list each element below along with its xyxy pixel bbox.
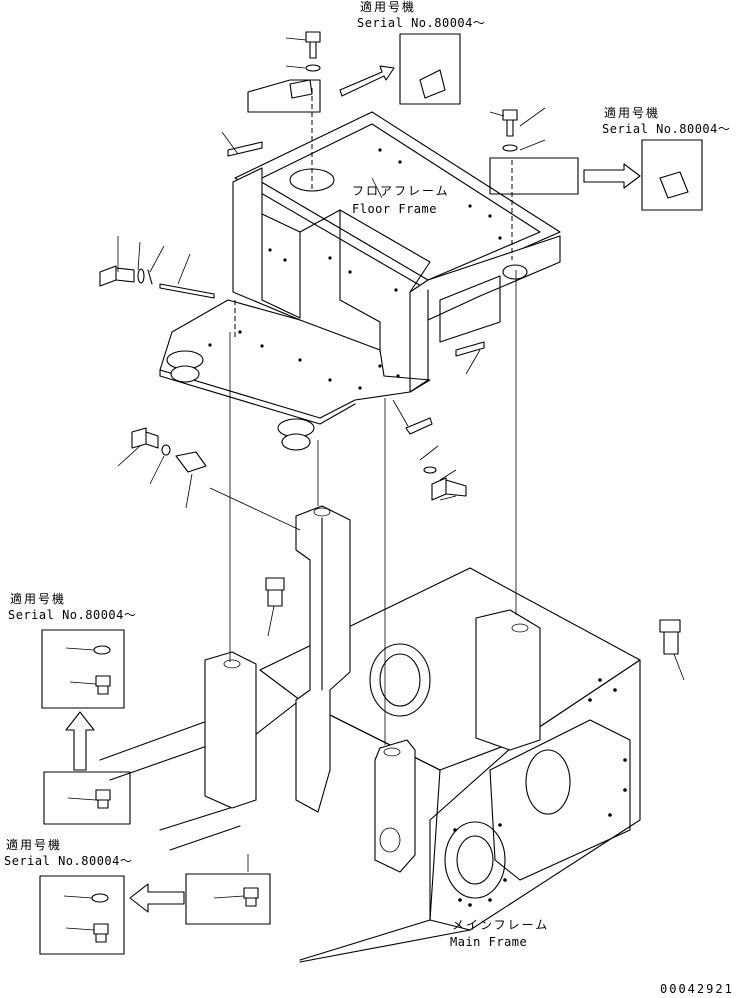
main-frame-en: Main Frame xyxy=(450,935,528,949)
serial-left-mid-number: Serial No.80004～ xyxy=(8,608,137,622)
fasteners xyxy=(99,31,681,655)
serial-right-number: Serial No.80004～ xyxy=(602,122,731,136)
leader-lines xyxy=(63,37,685,931)
serial-right-applicable: 適用号機 xyxy=(604,106,661,120)
pillar-drawing xyxy=(295,505,351,813)
callout-boxes xyxy=(39,33,703,955)
floor-frame-en: Floor Frame xyxy=(352,202,437,216)
main-frame-drawing xyxy=(99,567,641,963)
serial-top-number: Serial No.80004～ xyxy=(357,16,486,30)
drawing-number: 00042921 xyxy=(660,982,734,996)
floor-frame-jp: フロアフレーム xyxy=(352,184,450,198)
serial-top-applicable: 適用号機 xyxy=(360,0,417,14)
main-frame-jp: メインフレーム xyxy=(452,918,550,932)
floor-frame-drawing xyxy=(159,111,561,451)
serial-left-bottom-number: Serial No.80004～ xyxy=(4,854,133,868)
serial-left-mid-applicable: 適用号機 xyxy=(10,592,67,606)
serial-left-bottom-applicable: 適用号機 xyxy=(6,838,63,852)
